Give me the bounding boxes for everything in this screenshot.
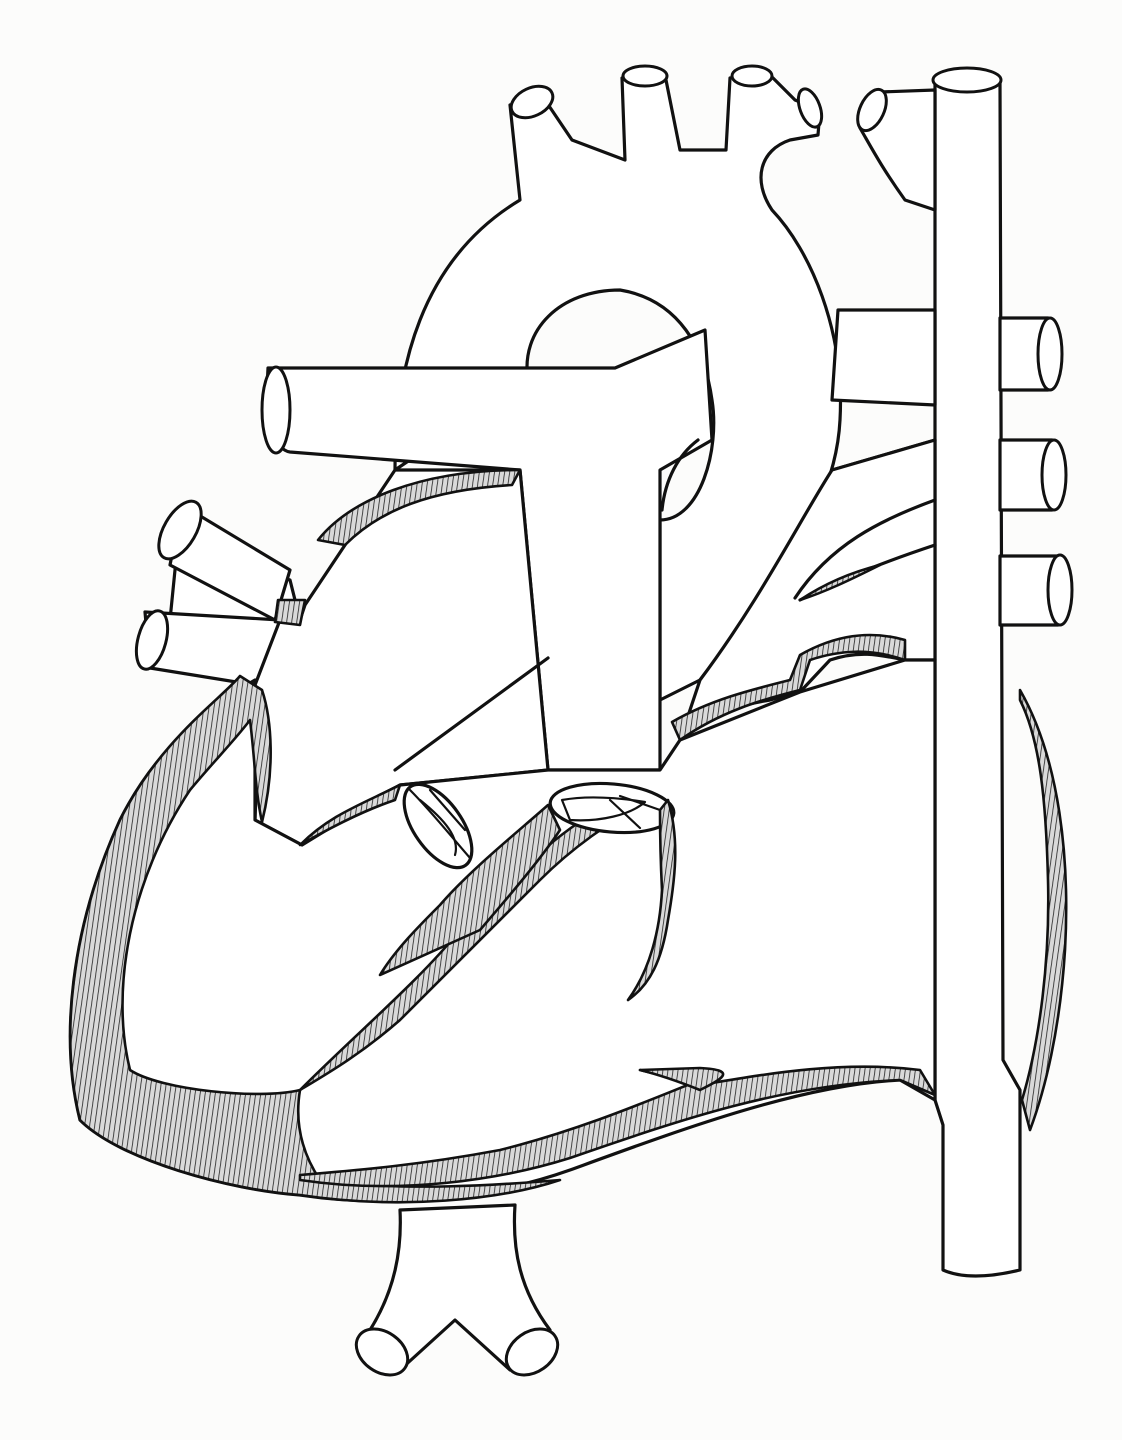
descending-aorta-opening [933, 68, 1001, 92]
right-branch-vessels [1000, 318, 1072, 625]
ventricle-wall-right [1020, 690, 1066, 1130]
pulmonary-trunk-left-opening [262, 367, 290, 453]
arch-branch-right-opening [732, 66, 772, 86]
inferior-vena-cava [348, 1205, 567, 1384]
arch-branch-middle-opening [623, 66, 667, 86]
descending-aorta [933, 68, 1020, 1276]
